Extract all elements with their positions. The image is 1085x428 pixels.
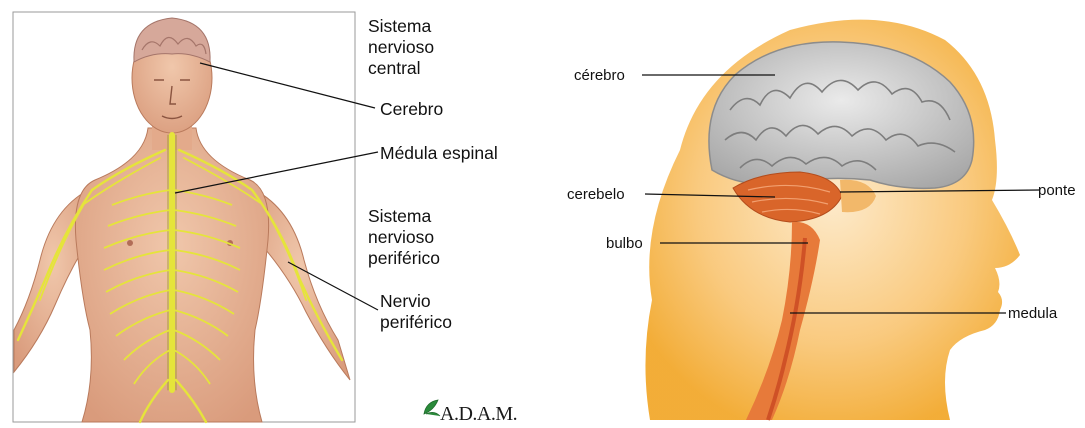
- label-sistema-central-line1: Sistema: [368, 16, 431, 36]
- left-illustration: [13, 12, 355, 422]
- label-ponte: ponte: [1038, 182, 1076, 199]
- label-medula: medula: [1008, 305, 1058, 322]
- label-sistema-periferico-line2: nervioso: [368, 227, 434, 247]
- label-bulbo: bulbo: [606, 235, 643, 252]
- adam-logo-text: A.D.A.M.: [440, 403, 517, 425]
- chest-mark-left: [127, 240, 133, 246]
- right-illustration: [645, 20, 1020, 420]
- label-cerebro: Cerebro: [380, 99, 443, 119]
- label-sistema-periferico-line1: Sistema: [368, 206, 431, 226]
- label-cerebro-right: cérebro: [574, 67, 625, 84]
- label-nervio-line1: Nervio: [380, 291, 431, 311]
- adam-logo: A.D.A.M.: [424, 400, 517, 425]
- label-cerebelo: cerebelo: [567, 186, 625, 203]
- left-labels: Sistema nervioso central Cerebro Médula …: [368, 16, 498, 332]
- label-sistema-central-line2: nervioso: [368, 37, 434, 57]
- adam-leaf-icon: [424, 400, 440, 416]
- label-nervio-line2: periférico: [380, 312, 452, 332]
- label-sistema-central-line3: central: [368, 58, 421, 78]
- label-medula-espinal: Médula espinal: [380, 143, 498, 163]
- label-sistema-periferico-line3: periférico: [368, 248, 440, 268]
